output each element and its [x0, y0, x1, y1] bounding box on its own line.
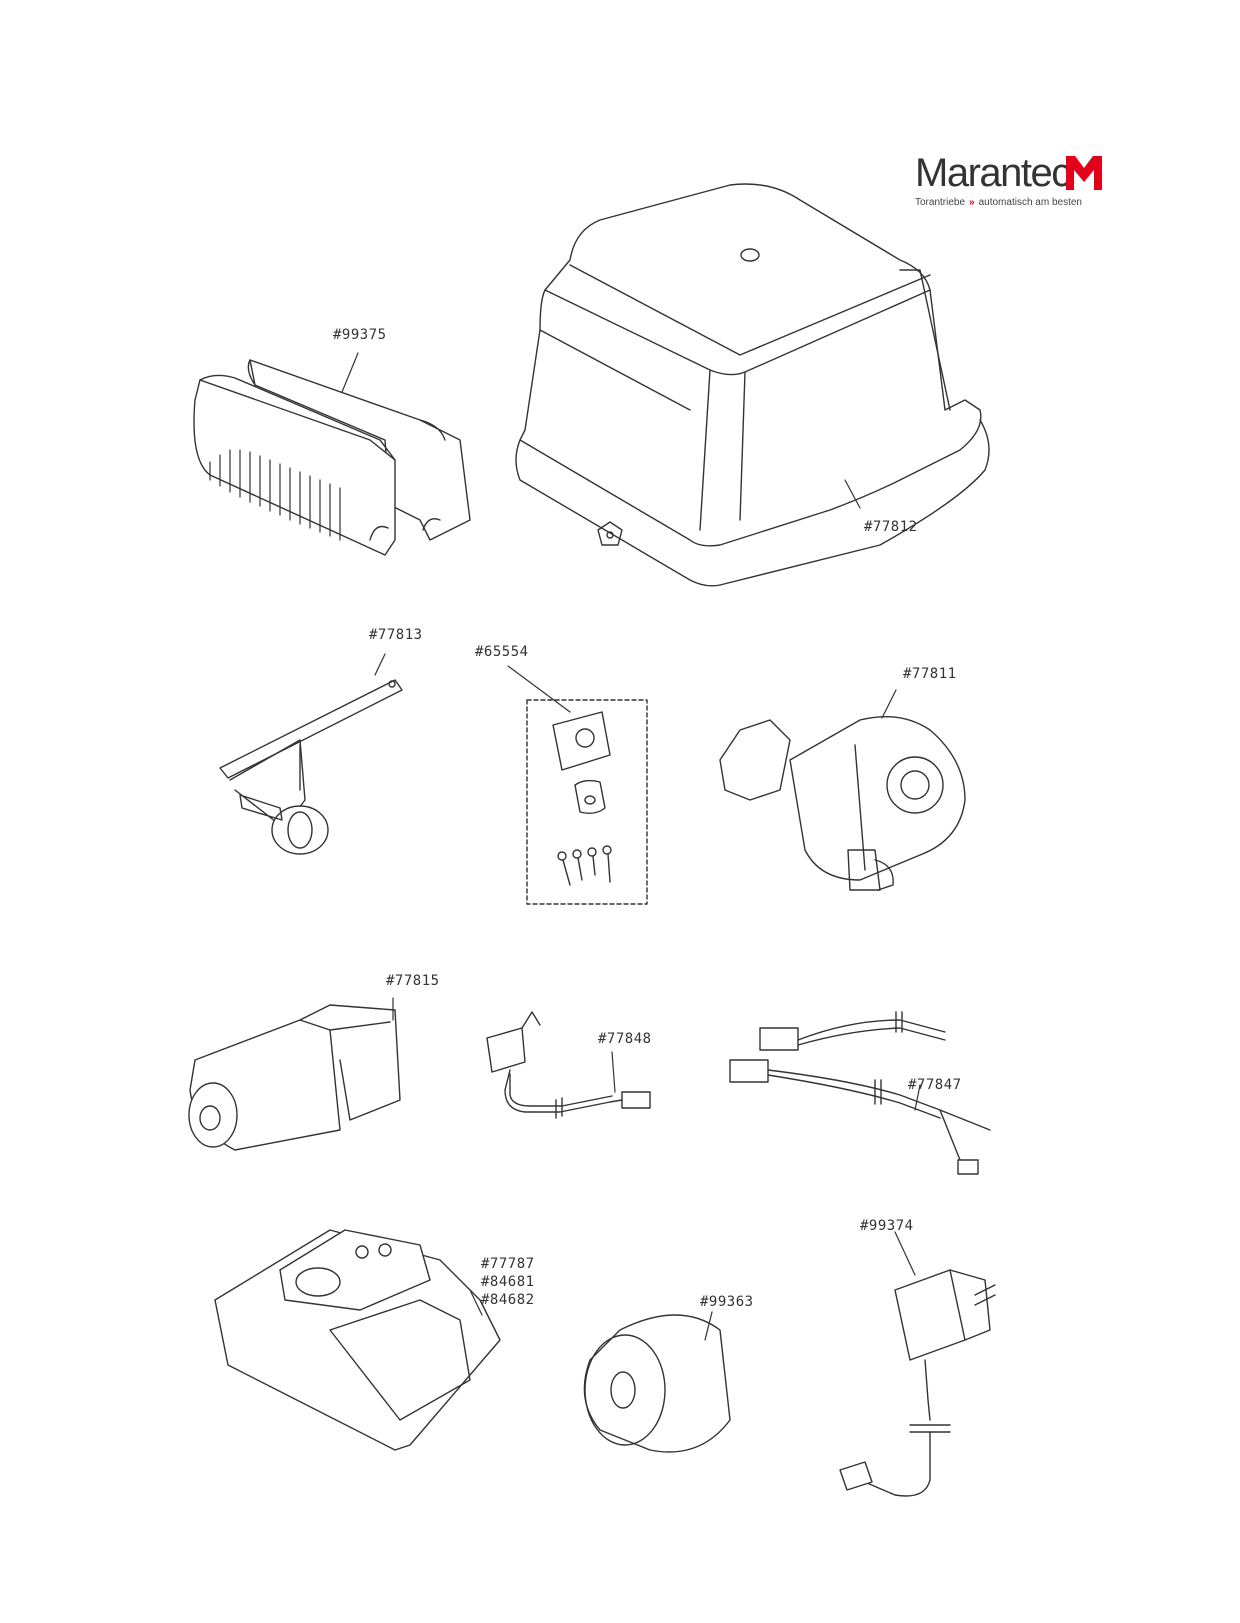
part-label-65554: #65554: [475, 644, 529, 660]
roller-99363-drawing: [583, 1311, 731, 1453]
part-label-99363: #99363: [700, 1294, 754, 1310]
part-label-controller: #77787 #84681 #84682: [481, 1255, 535, 1309]
part-label-99374: #99374: [860, 1218, 914, 1234]
part-label-77811: #77811: [903, 666, 957, 682]
lever-77813-drawing: [219, 653, 403, 855]
kit-65554-drawing: [507, 665, 648, 905]
part-label-84681: #84681: [481, 1274, 535, 1290]
tagline-right: automatisch am besten: [978, 197, 1082, 208]
motor-77815-drawing: [188, 997, 401, 1151]
power-supply-99374-drawing: [839, 1231, 996, 1497]
gear-unit-77811-drawing: [719, 689, 966, 891]
tagline-separator: »: [969, 197, 975, 208]
part-label-77813: #77813: [369, 627, 423, 643]
marantec-logo: Marantec Torantriebe»automatisch am best…: [915, 150, 1115, 210]
part-label-84682: #84682: [481, 1292, 535, 1308]
logo-tagline: Torantriebe»automatisch am besten: [915, 197, 1082, 208]
part-label-77847: #77847: [908, 1077, 962, 1093]
part-label-99375: #99375: [333, 327, 387, 343]
part-label-77848: #77848: [598, 1031, 652, 1047]
switch-cable-77848-drawing: [486, 1011, 651, 1119]
controller-drawing: [214, 1229, 501, 1451]
logo-wordmark: Marantec: [915, 151, 1071, 195]
housing-77812-drawing: [515, 183, 990, 587]
part-label-77812: #77812: [864, 519, 918, 535]
tagline-left: Torantriebe: [915, 197, 966, 208]
part-label-77787: #77787: [481, 1256, 535, 1272]
part-label-77815: #77815: [386, 973, 440, 989]
cover-99375-drawing: [193, 352, 471, 556]
harness-77847-drawing: [729, 1011, 991, 1175]
marantec-m-icon: [1066, 156, 1102, 190]
